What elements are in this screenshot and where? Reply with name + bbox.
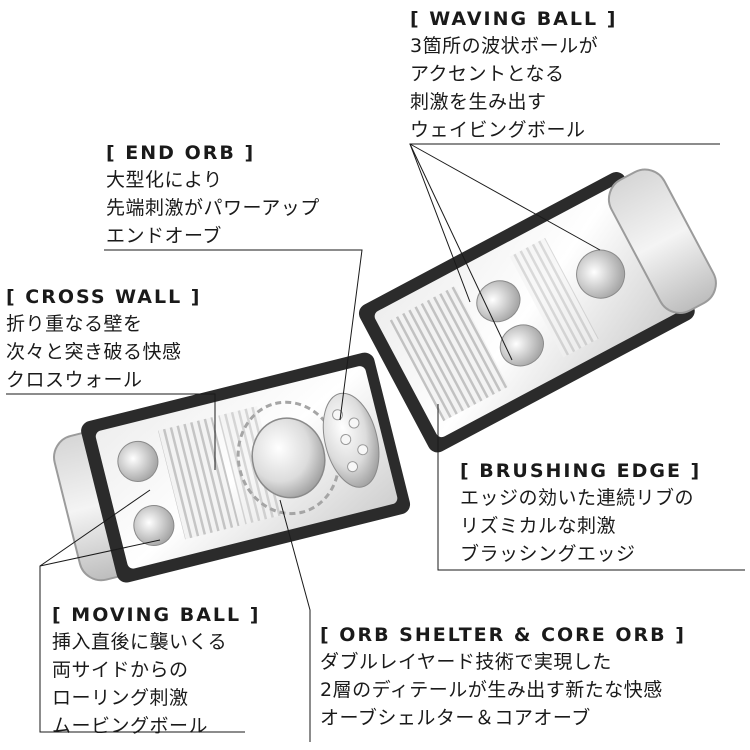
callout-waving-ball: [ WAVING BALL ] 3箇所の波状ボールが アクセントとなる 刺激を生… xyxy=(410,6,617,144)
leader-orb-shelter xyxy=(279,499,311,742)
right-end-cap xyxy=(607,168,717,314)
callout-title: [ MOVING BALL ] xyxy=(52,604,261,626)
callout-title: [ ORB SHELTER & CORE ORB ] xyxy=(320,624,686,646)
callout-line: 2層のディテールが生み出す新たな快感 xyxy=(320,679,663,701)
callout-line: ウェイビングボール xyxy=(410,119,586,141)
leader-cross-wall xyxy=(6,393,216,470)
moving-ball-bottom xyxy=(133,504,175,546)
left-half-casing xyxy=(53,352,411,583)
callout-title: [ END ORB ] xyxy=(106,142,256,164)
leader-end-orb xyxy=(104,249,363,421)
leader-lines xyxy=(6,143,745,742)
leader-waving-ball-3 xyxy=(409,143,513,361)
callout-line: 折り重なる壁を xyxy=(6,313,143,335)
callout-line: アクセントとなる xyxy=(410,63,565,85)
brushing-edge-ribs xyxy=(389,285,509,422)
leader-brushing-edge xyxy=(437,404,745,571)
callout-title: [ WAVING BALL ] xyxy=(410,8,618,30)
left-rib-band xyxy=(218,405,285,525)
callout-line: オーブシェルター＆コアオーブ xyxy=(320,707,591,729)
callout-line: 先端刺激がパワーアップ xyxy=(106,197,320,219)
callout-title: [ BRUSHING EDGE ] xyxy=(460,460,702,482)
waving-ball-2 xyxy=(499,324,544,367)
callout-line: 挿入直後に襲いくる xyxy=(52,631,228,653)
callout-line: ブラッシングエッジ xyxy=(460,543,636,565)
callout-title: [ CROSS WALL ] xyxy=(6,286,202,308)
waving-ball-1 xyxy=(476,280,521,323)
callout-cross-wall: [ CROSS WALL ] 折り重なる壁を 次々と突き破る快感 クロスウォール xyxy=(6,284,201,394)
moving-ball-top xyxy=(117,440,159,482)
waving-ball-3 xyxy=(576,249,626,299)
cross-wall-ribs xyxy=(158,417,240,540)
callout-orb-shelter: [ ORB SHELTER & CORE ORB ] ダブルレイヤード技術で実現… xyxy=(320,622,686,732)
callout-line: リズミカルな刺激 xyxy=(460,515,617,537)
callout-line: ダブルレイヤード技術で実現した xyxy=(320,651,612,673)
callout-brushing-edge: [ BRUSHING EDGE ] エッジの効いた連続リブの リズミカルな刺激 … xyxy=(460,458,701,568)
callout-moving-ball: [ MOVING BALL ] 挿入直後に襲いくる 両サイドからの ローリング刺… xyxy=(52,602,260,740)
callout-line: 両サイドからの xyxy=(52,659,189,681)
leader-waving-ball-2 xyxy=(409,143,601,251)
callout-line: 次々と突き破る快感 xyxy=(6,341,182,363)
core-orb xyxy=(251,417,326,499)
callout-line: 大型化により xyxy=(106,169,223,191)
callout-line: ローリング刺激 xyxy=(52,687,189,709)
callout-line: 3箇所の波状ボールが xyxy=(410,35,599,57)
callout-line: ムービングボール xyxy=(52,715,209,737)
callout-line: クロスウォール xyxy=(6,369,143,391)
callout-line: 刺激を生み出す xyxy=(410,91,547,113)
leader-moving-ball-2 xyxy=(39,539,161,567)
right-rib-band xyxy=(509,237,599,358)
callout-line: エンドオーブ xyxy=(106,225,222,247)
right-half-casing xyxy=(358,168,717,453)
callout-line: エッジの効いた連続リブの xyxy=(460,487,695,509)
callout-end-orb: [ END ORB ] 大型化により 先端刺激がパワーアップ エンドオーブ xyxy=(106,140,320,250)
leader-moving-ball xyxy=(39,489,245,733)
